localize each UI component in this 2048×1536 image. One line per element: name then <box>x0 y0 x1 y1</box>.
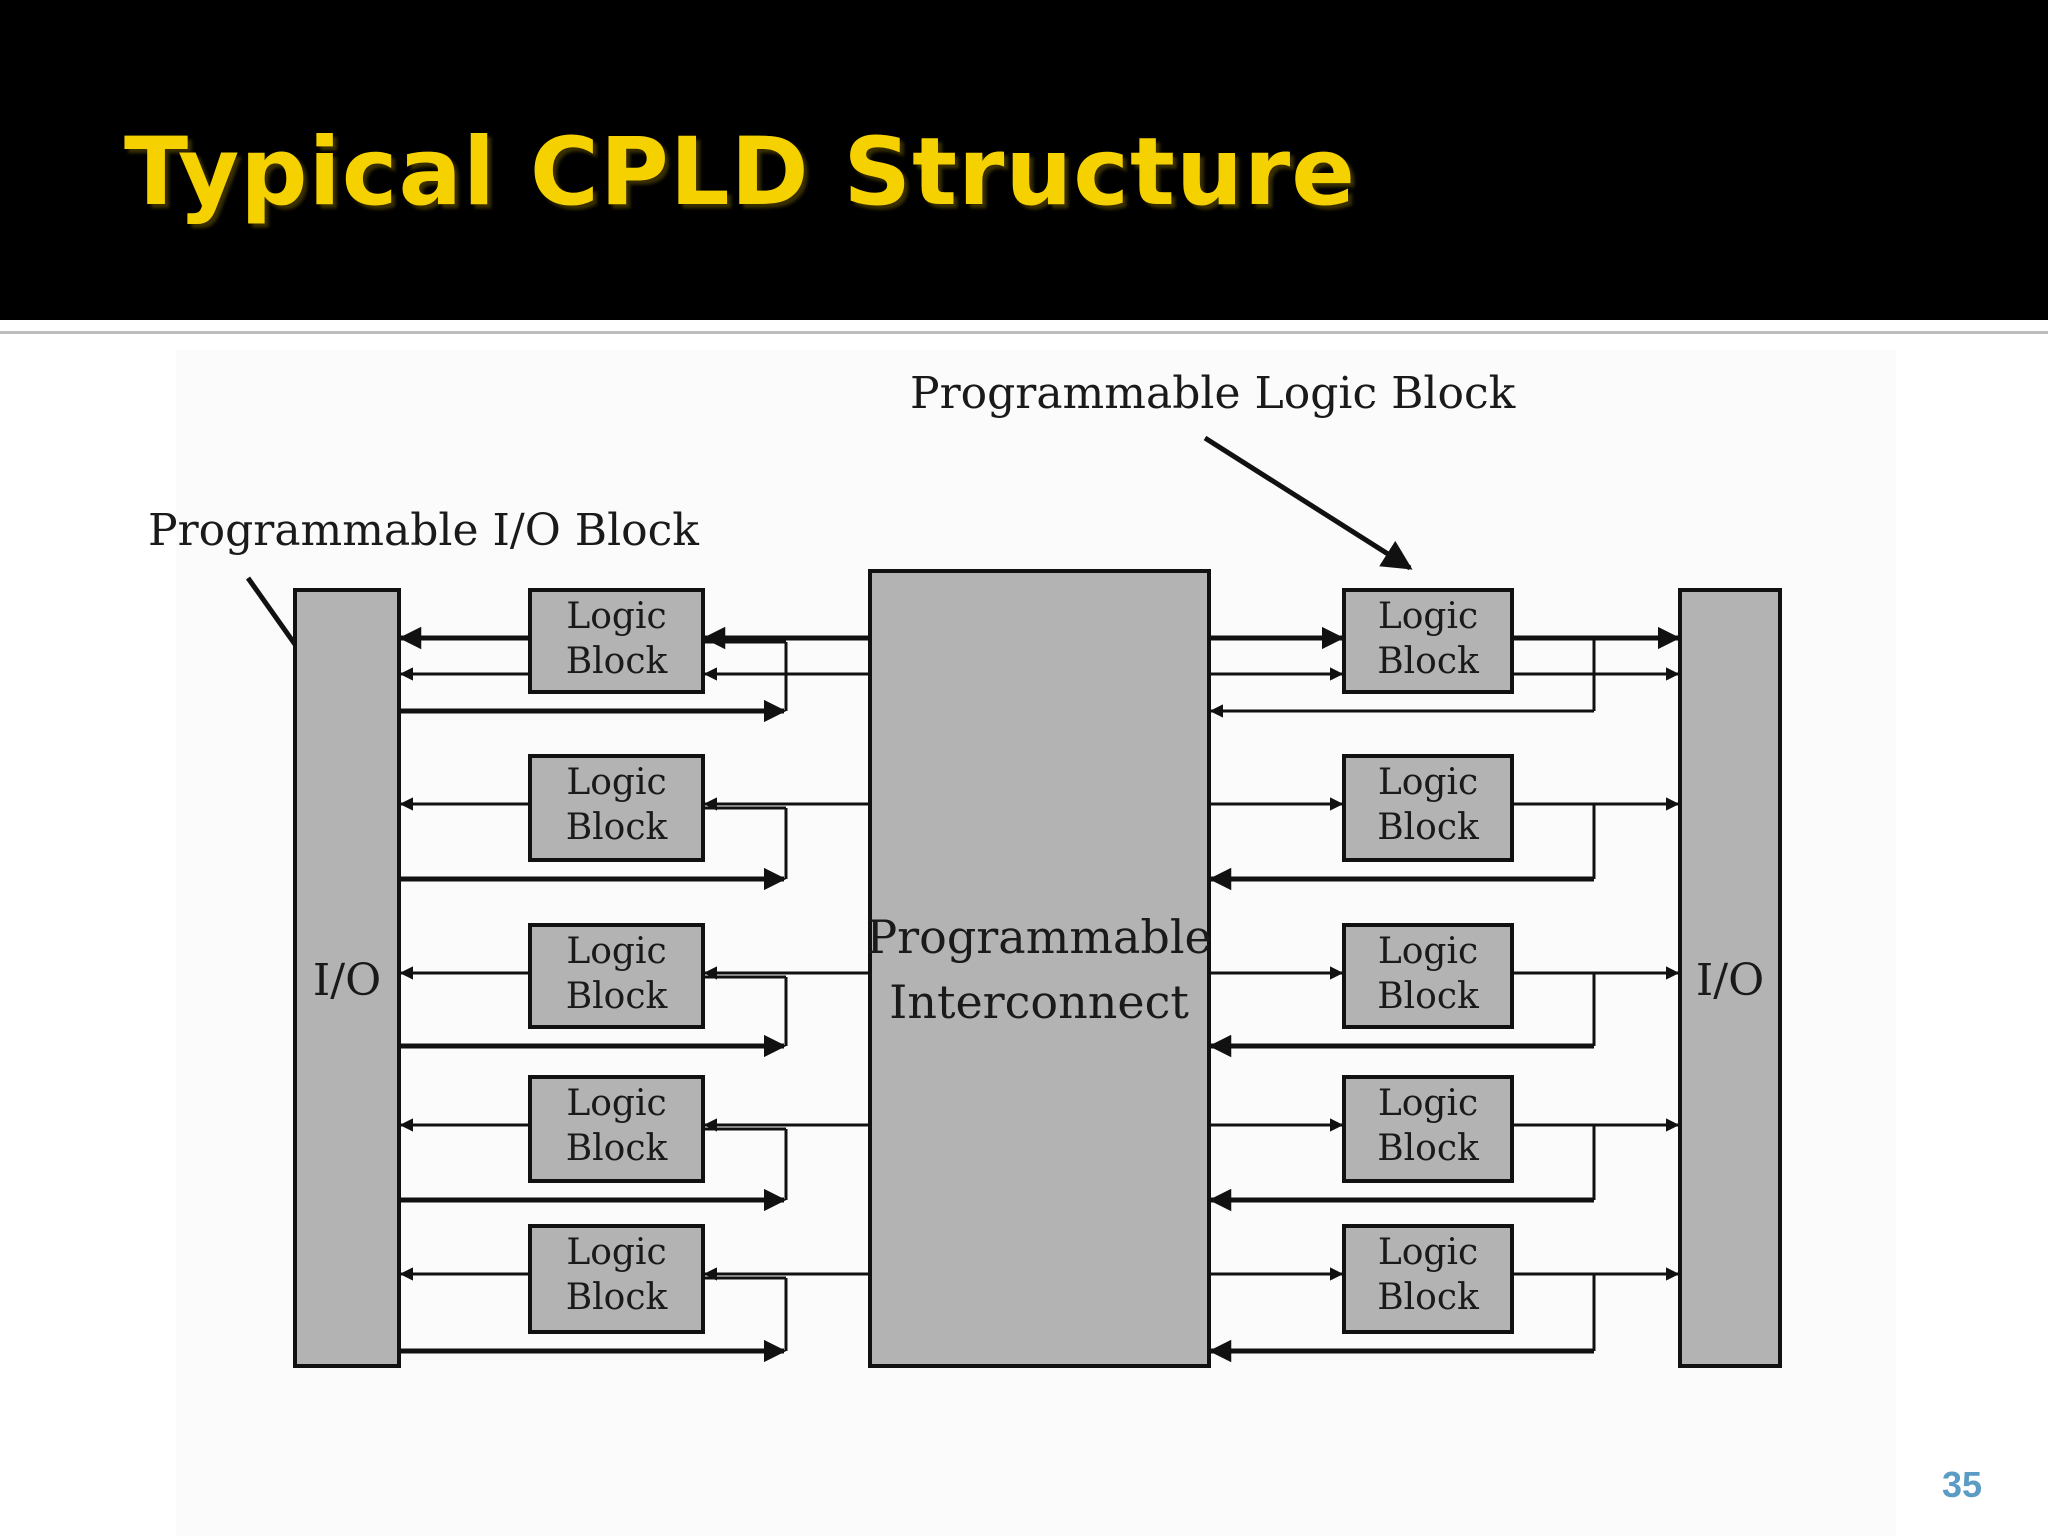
logic-block-label-line2: Block <box>566 641 669 682</box>
logic-block-label-line2: Block <box>566 807 669 848</box>
io-left-label: I/O <box>313 955 381 1006</box>
interconnect-label-line2: Interconnect <box>889 975 1189 1029</box>
io-right-label: I/O <box>1696 955 1764 1006</box>
logic-block-label-line2: Block <box>1377 807 1480 848</box>
callout-io-block-label: Programmable I/O Block <box>148 505 699 556</box>
callout-logic-block-arrow <box>1203 435 1413 571</box>
logic-block-label-line1: Logic <box>1378 596 1478 637</box>
logic-block-label-line2: Block <box>1377 976 1480 1017</box>
logic-blocks: LogicBlockLogicBlockLogicBlockLogicBlock… <box>528 588 1514 1334</box>
logic-block-label-line1: Logic <box>566 762 666 803</box>
programmable-interconnect: Programmable Interconnect <box>866 569 1212 1368</box>
logic-block-label-line2: Block <box>566 1277 669 1318</box>
io-block-right: I/O <box>1678 588 1782 1368</box>
logic-block-label-line1: Logic <box>566 596 666 637</box>
logic-block-label-line1: Logic <box>566 931 666 972</box>
logic-block-label-line1: Logic <box>566 1083 666 1124</box>
logic-block-label-line2: Block <box>566 1128 669 1169</box>
slide-title: Typical CPLD Structure <box>124 118 1356 227</box>
io-block-left: I/O <box>293 588 401 1368</box>
logic-block-label-line2: Block <box>566 976 669 1017</box>
logic-block-label-line2: Block <box>1377 1128 1480 1169</box>
callout-logic-block-label: Programmable Logic Block <box>910 368 1516 419</box>
page-number: 35 <box>1941 1464 1982 1505</box>
wiring <box>398 626 1681 1363</box>
interconnect-label-line1: Programmable <box>866 910 1212 964</box>
logic-block-label-line1: Logic <box>1378 762 1478 803</box>
title-bar: Typical CPLD Structure <box>0 0 2048 320</box>
logic-block-label-line2: Block <box>1377 1277 1480 1318</box>
logic-block-label-line1: Logic <box>1378 931 1478 972</box>
logic-block-label-line1: Logic <box>1378 1083 1478 1124</box>
logic-block-label-line1: Logic <box>566 1232 666 1273</box>
title-rule <box>0 331 2048 334</box>
logic-block-label-line1: Logic <box>1378 1232 1478 1273</box>
title-gap <box>0 320 2048 329</box>
logic-block-label-line2: Block <box>1377 641 1480 682</box>
